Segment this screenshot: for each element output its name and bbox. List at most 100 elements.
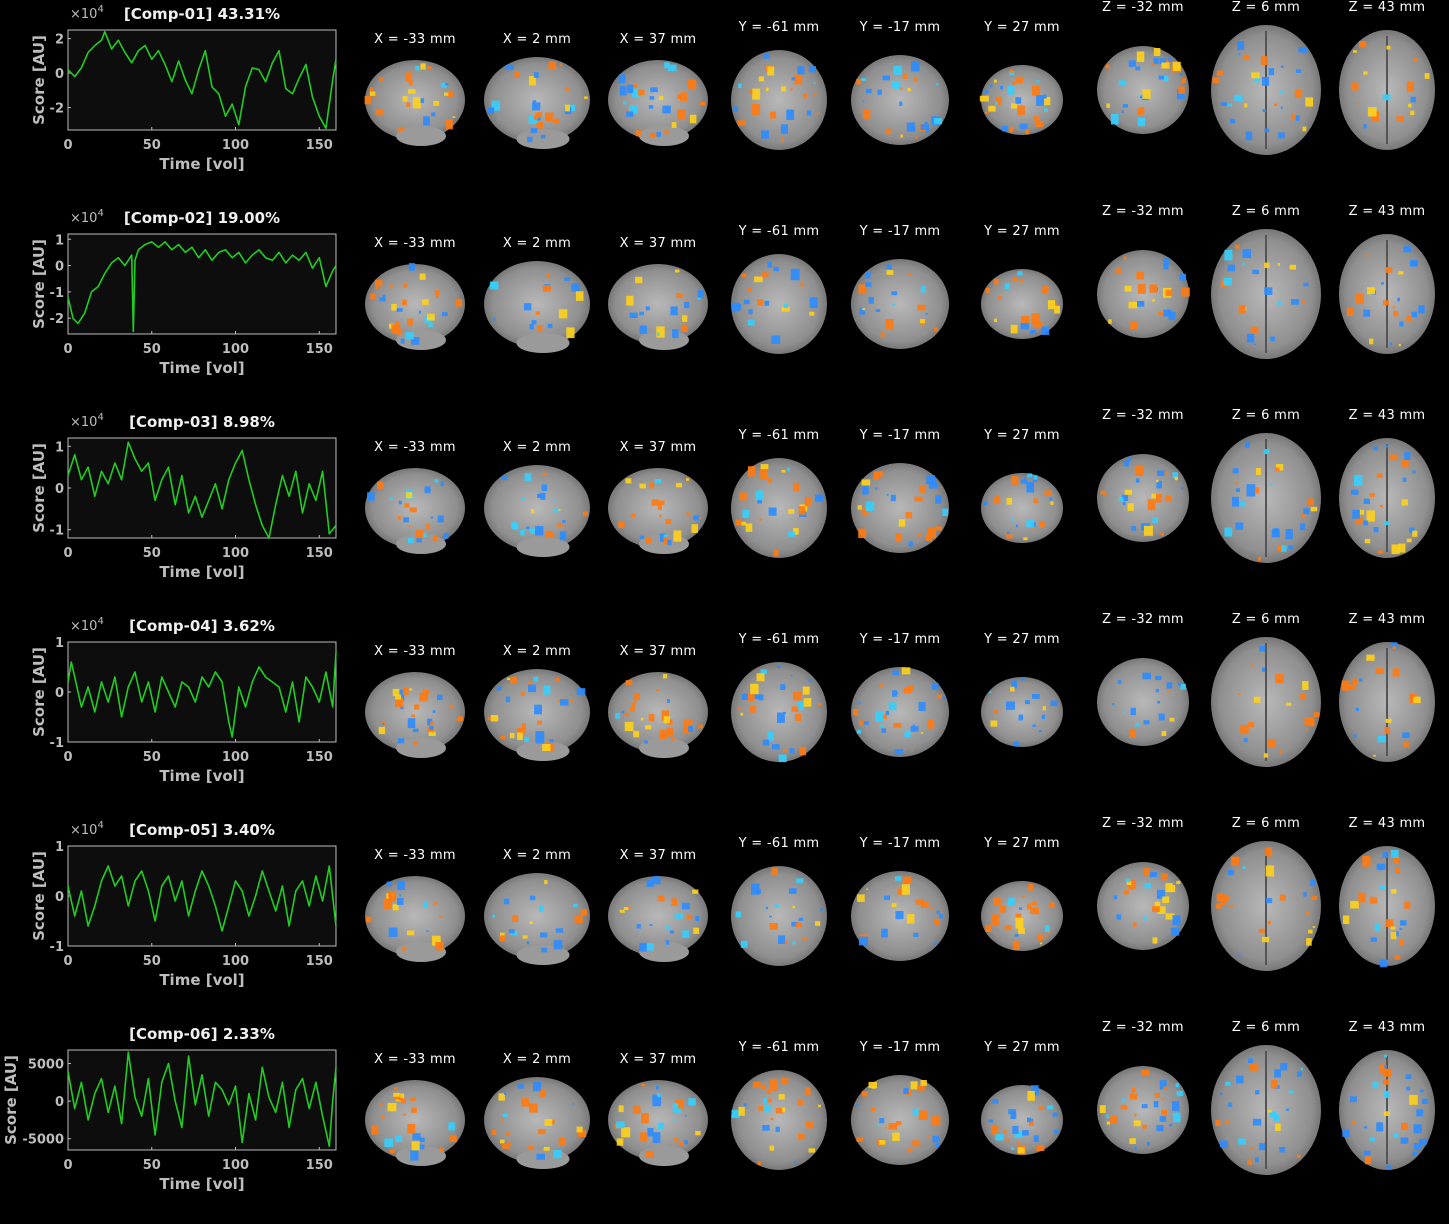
positive-activation xyxy=(1015,76,1024,84)
positive-activation xyxy=(857,505,862,510)
negative-activation xyxy=(529,895,536,901)
positive-activation xyxy=(621,1127,631,1138)
positive-activation xyxy=(1152,906,1160,913)
negative-activation xyxy=(1175,1083,1179,1088)
negative-activation xyxy=(437,694,443,701)
negative-activation xyxy=(1413,1124,1422,1134)
negative-activation xyxy=(936,910,940,915)
brain-slice-image xyxy=(851,55,949,145)
negative-activation xyxy=(777,712,785,723)
negative-activation xyxy=(1350,1096,1357,1103)
positive-activation xyxy=(1392,646,1396,649)
positive-activation xyxy=(760,464,769,470)
negative-activation xyxy=(1296,69,1302,73)
brain-slices xyxy=(365,841,1435,971)
positive-activation xyxy=(390,1149,395,1154)
positive-activation xyxy=(1110,1116,1118,1124)
positive-activation xyxy=(698,516,701,520)
positive-activation xyxy=(626,302,630,305)
negative-activation xyxy=(1135,722,1140,727)
positive-activation xyxy=(406,492,413,499)
negative-activation xyxy=(856,1103,859,1106)
positive-activation xyxy=(1165,59,1171,65)
positive-activation xyxy=(413,741,418,745)
y-tick-label: 0 xyxy=(55,260,64,275)
negative-activation xyxy=(1156,1125,1164,1132)
negative-activation xyxy=(789,748,795,754)
slice-label: Z = 43 mm xyxy=(1348,204,1426,219)
positive-activation xyxy=(902,876,912,884)
positive-activation xyxy=(781,138,784,142)
negative-activation xyxy=(865,88,872,94)
negative-activation xyxy=(412,728,419,733)
positive-activation xyxy=(1050,501,1054,505)
positive-activation xyxy=(576,1126,583,1133)
negative-activation xyxy=(1310,880,1316,887)
negative-activation xyxy=(1261,667,1266,672)
negative-activation xyxy=(652,1132,661,1144)
negative-activation xyxy=(1300,1067,1304,1071)
positive-activation xyxy=(1131,1088,1136,1093)
positive-activation xyxy=(520,691,525,696)
slice-label: X = 37 mm xyxy=(619,32,697,47)
positive-activation xyxy=(1353,50,1357,53)
negative-activation xyxy=(899,101,903,106)
positive-activation xyxy=(444,92,449,96)
negative-activation xyxy=(1278,132,1285,139)
negative-activation xyxy=(629,312,638,318)
positive-activation xyxy=(1309,718,1315,727)
positive-activation xyxy=(862,308,866,311)
negative-activation xyxy=(1179,273,1186,281)
negative-activation xyxy=(1411,311,1417,318)
negative-activation xyxy=(1264,128,1270,133)
negative-activation xyxy=(1027,1117,1031,1123)
positive-activation xyxy=(1304,717,1314,726)
negative-activation xyxy=(1009,70,1015,76)
positive-activation xyxy=(795,922,802,928)
positive-activation xyxy=(1166,689,1171,693)
positive-activation xyxy=(1265,865,1275,877)
positive-activation xyxy=(745,523,753,532)
negative-activation xyxy=(879,1118,885,1124)
negative-activation xyxy=(1032,694,1040,699)
negative-activation xyxy=(809,297,818,308)
slice-label: Z = 6 mm xyxy=(1231,408,1301,423)
negative-activation xyxy=(990,84,993,88)
positive-activation xyxy=(862,109,871,119)
positive-activation xyxy=(570,699,575,703)
negative-activation xyxy=(1163,75,1169,82)
positive-activation xyxy=(490,715,499,722)
negative-activation xyxy=(1359,678,1363,682)
negative-activation xyxy=(1270,336,1275,342)
negative-activation xyxy=(1422,1098,1429,1104)
positive-activation xyxy=(1343,915,1350,924)
brain-slice-image xyxy=(1097,250,1190,338)
positive-activation xyxy=(769,1145,775,1151)
brain-slice-image xyxy=(731,662,827,763)
positive-activation xyxy=(397,516,401,520)
negative-activation xyxy=(924,121,928,126)
negative-activation xyxy=(790,268,800,281)
negative-activation xyxy=(1225,1081,1231,1086)
positive-activation xyxy=(1151,493,1156,499)
negative-activation xyxy=(894,749,903,755)
negative-activation xyxy=(1029,329,1036,335)
negative-activation xyxy=(774,904,779,908)
negative-activation xyxy=(939,914,943,919)
negative-activation xyxy=(1001,125,1009,132)
negative-activation xyxy=(926,475,936,484)
negative-activation xyxy=(743,299,750,305)
positive-activation xyxy=(401,1098,406,1104)
positive-activation xyxy=(1396,116,1404,121)
negative-activation xyxy=(697,296,701,300)
positive-activation xyxy=(583,511,588,517)
positive-activation xyxy=(671,122,677,128)
positive-activation xyxy=(761,272,769,277)
negative-activation xyxy=(1234,94,1243,102)
slice-label: X = -33 mm xyxy=(374,1052,456,1067)
positive-activation xyxy=(799,746,807,756)
negative-activation xyxy=(541,484,547,491)
negative-activation xyxy=(1238,1138,1246,1145)
positive-activation xyxy=(930,907,934,909)
brain-slice-image xyxy=(1339,642,1435,762)
